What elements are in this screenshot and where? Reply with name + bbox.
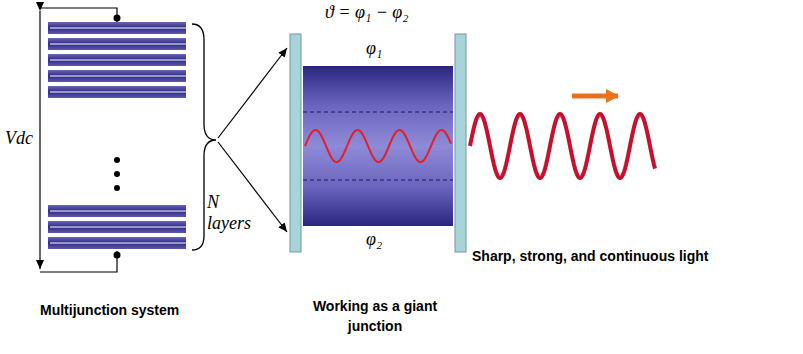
layer-gap [50, 242, 186, 243]
junction-layer [48, 237, 186, 249]
junction-layer [48, 205, 186, 217]
layer-gap [50, 226, 186, 227]
junction-layer [48, 221, 186, 233]
junction-layer [48, 38, 186, 50]
layer-gap [50, 59, 186, 60]
caption-text: Sharp, strong, and continuous light [472, 248, 708, 264]
phase-label: φ₁ [366, 38, 382, 59]
layer-gap [50, 27, 186, 28]
caption-text: Working as a giant junction [285, 296, 465, 336]
layer-gap [50, 91, 186, 92]
layer-gap [50, 210, 186, 211]
layer-gap [50, 43, 186, 44]
junction-stack [48, 22, 186, 249]
junction-layer [48, 22, 186, 34]
junction-layer [48, 70, 186, 82]
layer-count: N layers [207, 192, 259, 234]
light-wave [305, 130, 451, 162]
phase-equation: ϑ = φ₁ − φ₂ [325, 2, 409, 23]
layer-gap [50, 75, 186, 76]
caption-text: Multijunction system [40, 302, 179, 318]
voltage-label: Vdc [4, 128, 34, 149]
junction-layer [48, 86, 186, 98]
light-wave [470, 114, 655, 178]
phase-label: φ₂ [366, 229, 382, 250]
junction-layer [48, 54, 186, 66]
